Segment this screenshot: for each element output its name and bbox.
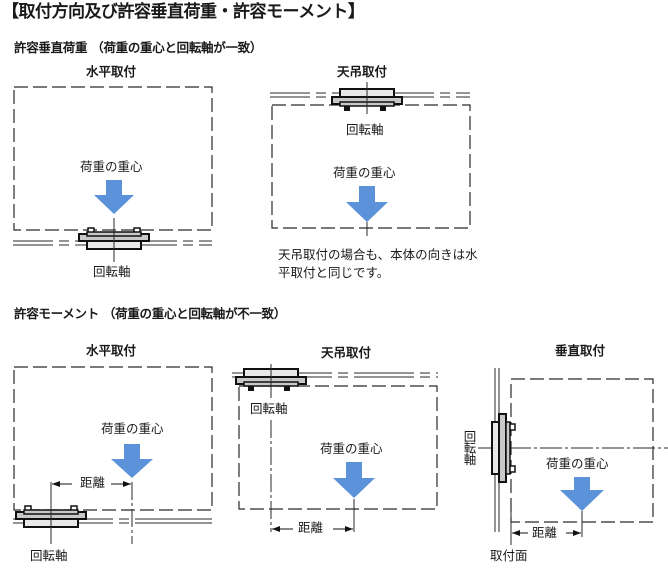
section-heading-vertical-load: 許容垂直荷重 （荷重の重心と回転軸が一致） [14, 40, 263, 55]
section-heading-moment: 許容モーメント （荷重の重心と回転軸が不一致） [14, 306, 286, 321]
diagram-horizontal-vertical-load [13, 86, 213, 262]
rotation-axis-label: 回転軸 [250, 401, 288, 416]
load-outline [238, 385, 438, 510]
load-arrow-icon [333, 462, 375, 498]
diagram-title-horizontal: 水平取付 [86, 64, 137, 79]
load-center-label: 荷重の重心 [546, 456, 609, 471]
diagram-horizontal-moment [13, 366, 213, 544]
rotation-axis-label: 回転軸 [461, 430, 477, 465]
distance-label: 距離 [532, 525, 558, 540]
diagram-title-ceiling: 天吊取付 [337, 64, 388, 79]
load-center-label: 荷重の重心 [101, 421, 164, 436]
diagram-vertical-moment [478, 368, 668, 545]
rotation-axis-label: 回転軸 [30, 548, 68, 563]
load-center-label: 荷重の重心 [333, 165, 396, 180]
distance-label: 距離 [80, 475, 106, 490]
diagram-ceiling-vertical-load [270, 82, 471, 236]
load-outline [13, 86, 213, 231]
distance-label: 距離 [298, 520, 324, 535]
diagram-title-ceiling: 天吊取付 [321, 345, 372, 360]
load-arrow-icon [346, 186, 388, 222]
load-arrow-icon [94, 180, 134, 214]
load-outline [13, 366, 213, 511]
rotation-axis-label: 回転軸 [93, 264, 131, 279]
load-center-label: 荷重の重心 [320, 441, 383, 456]
load-center-label: 荷重の重心 [80, 159, 143, 174]
ceiling-mount-note: 天吊取付の場合も、本体の向きは水平取付と同じです。 [278, 247, 478, 280]
diagram-title-vertical: 垂直取付 [555, 343, 606, 358]
main-title: 【取付方向及び許容垂直荷重・許容モーメント】 [2, 2, 365, 22]
actuator [491, 413, 516, 483]
load-arrow-icon [560, 477, 604, 511]
load-arrow-icon [111, 444, 153, 478]
mounting-surface-label: 取付面 [490, 548, 528, 563]
diagram-title-horizontal: 水平取付 [86, 343, 137, 358]
rotation-axis-label: 回転軸 [346, 122, 384, 137]
diagram-ceiling-moment [232, 364, 438, 532]
